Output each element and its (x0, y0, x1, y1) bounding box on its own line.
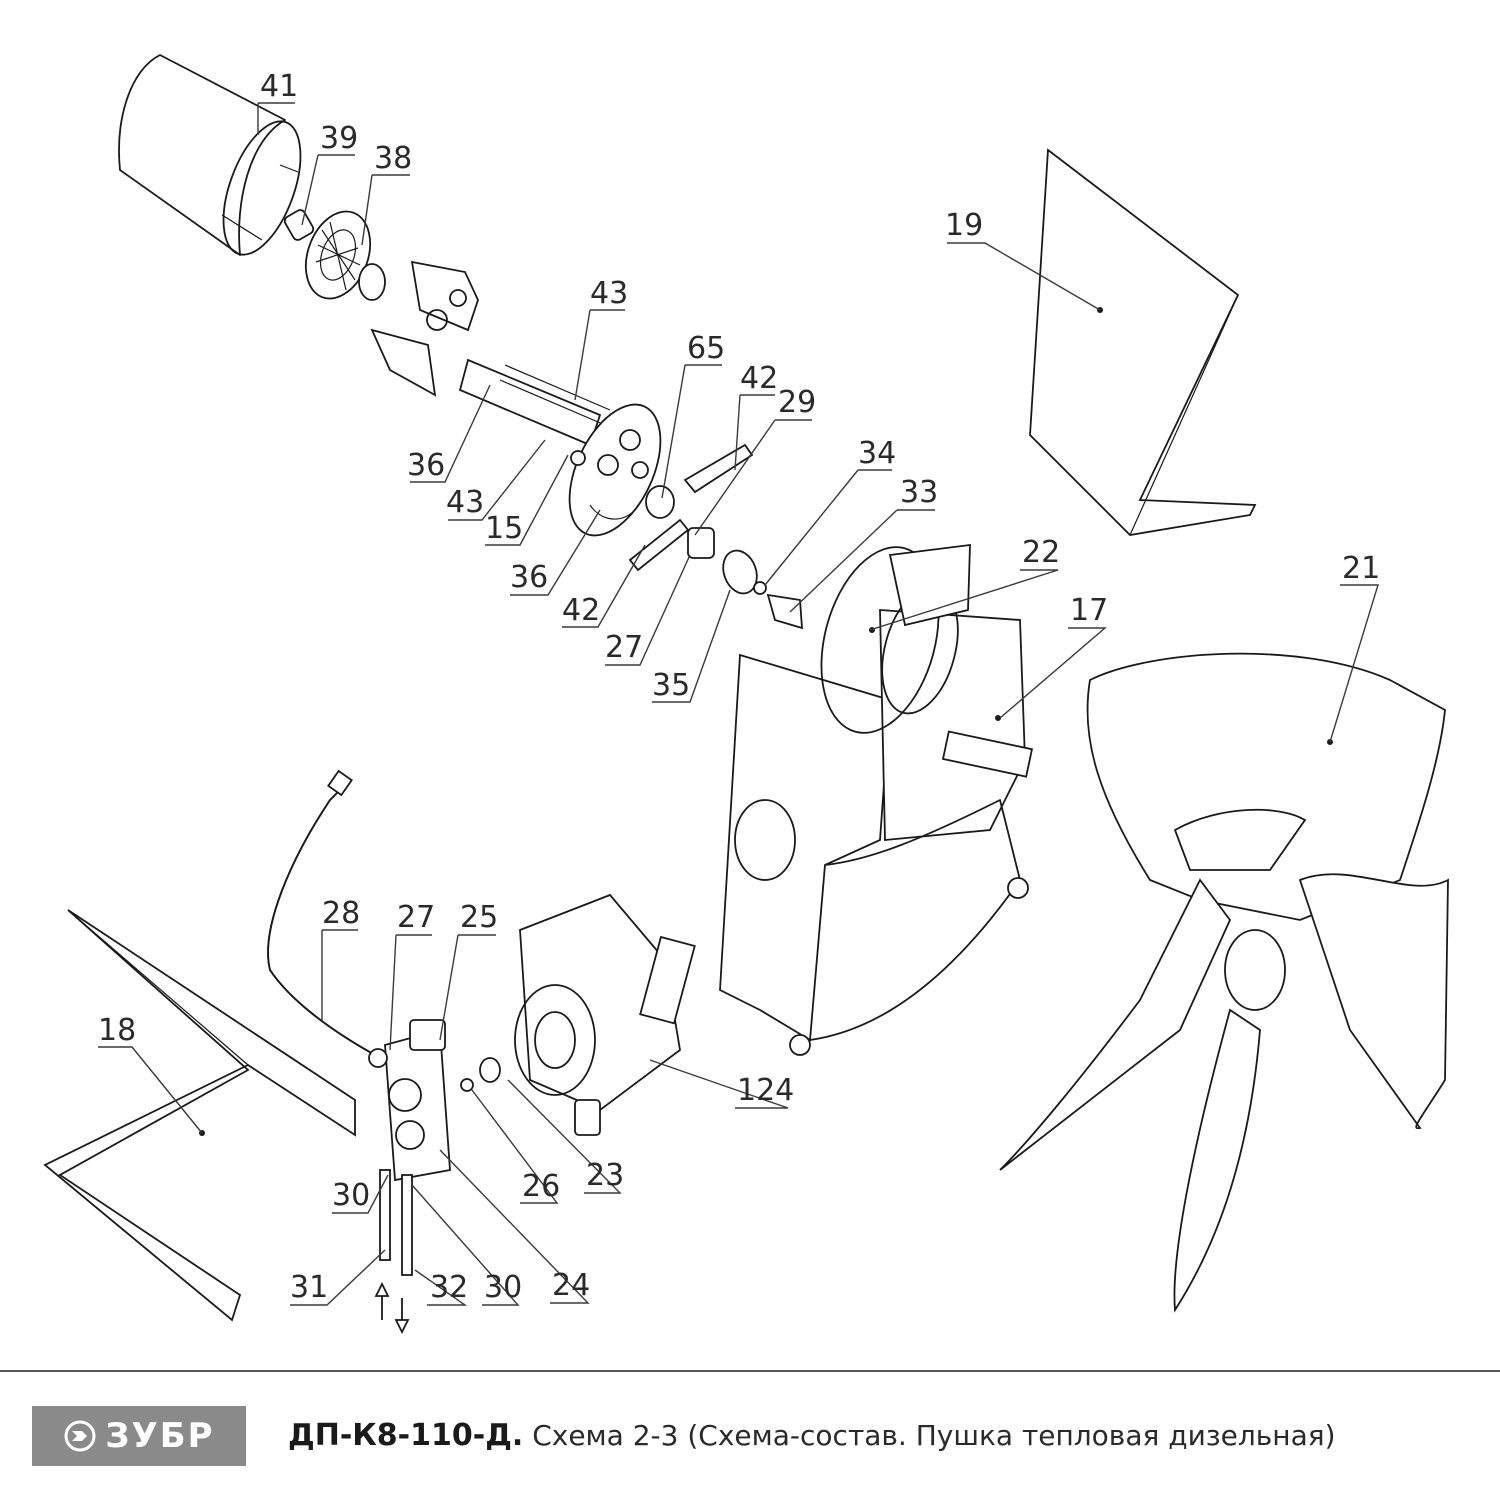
label-27-b: 27 (397, 900, 435, 935)
label-25: 25 (460, 900, 498, 935)
part-17-22-motor-frame (719, 543, 1034, 1056)
label-18: 18 (98, 1013, 136, 1048)
brand-logo: ЗУБР (32, 1406, 246, 1466)
label-30: 30 (332, 1178, 370, 1213)
label-124: 124 (737, 1073, 794, 1108)
label-42: 42 (740, 361, 778, 396)
part-21-fan (999, 652, 1449, 1313)
part-36-43-burner-head (458, 358, 662, 537)
label-15: 15 (485, 511, 523, 546)
brand-name: ЗУБР (105, 1416, 215, 1456)
label-27: 27 (605, 630, 643, 665)
part-39-38-nozzle-assembly (283, 209, 386, 301)
label-21: 21 (1342, 551, 1380, 586)
label-39: 39 (320, 121, 358, 156)
label-33: 33 (900, 475, 938, 510)
exploded-parts-diagram: 41 39 38 43 65 42 29 19 34 33 36 43 15 3… (43, 54, 1449, 1335)
flow-arrows (374, 1281, 410, 1335)
part-labels: 41 39 38 43 65 42 29 19 34 33 36 43 15 3… (98, 69, 1380, 1305)
label-41: 41 (260, 69, 298, 104)
label-65: 65 (687, 331, 725, 366)
part-24-fuel-pump (368, 1019, 501, 1276)
part-ignition-bracket (370, 260, 479, 397)
label-42-b: 42 (562, 593, 600, 628)
label-28: 28 (322, 896, 360, 931)
label-30-b: 30 (484, 1270, 522, 1305)
page-caption: ДП-К8-110-Д. Схема 2-3 (Схема-состав. Пу… (288, 1418, 1336, 1453)
label-38: 38 (374, 141, 412, 176)
caption-description: Схема 2-3 (Схема-состав. Пушка тепловая … (523, 1419, 1336, 1452)
label-29: 29 (778, 385, 816, 420)
label-34: 34 (858, 436, 896, 471)
label-26: 26 (522, 1169, 560, 1204)
part-fuel-nozzle-parts (628, 443, 803, 630)
leader-lines (98, 102, 1379, 1306)
label-23: 23 (586, 1158, 624, 1193)
label-36-b: 36 (510, 560, 548, 595)
model-name: ДП-К8-110-Д. (288, 1418, 524, 1453)
label-22: 22 (1022, 535, 1060, 570)
part-41-cylinder-cover (118, 54, 302, 256)
part-18-bottom-panel (43, 909, 356, 1322)
label-31: 31 (290, 1270, 328, 1305)
label-35: 35 (652, 668, 690, 703)
brand-arrow-icon (64, 1420, 96, 1452)
label-32: 32 (430, 1270, 468, 1305)
label-17: 17 (1070, 593, 1108, 628)
part-19-top-shield (1029, 148, 1257, 536)
part-124-electric-motor (514, 893, 696, 1136)
label-43: 43 (590, 276, 628, 311)
footer-divider (0, 1370, 1500, 1372)
label-36: 36 (407, 448, 445, 483)
label-43-b: 43 (446, 485, 484, 520)
label-24: 24 (552, 1268, 590, 1303)
label-19: 19 (945, 208, 983, 243)
part-28-fuel-line (267, 769, 376, 1056)
